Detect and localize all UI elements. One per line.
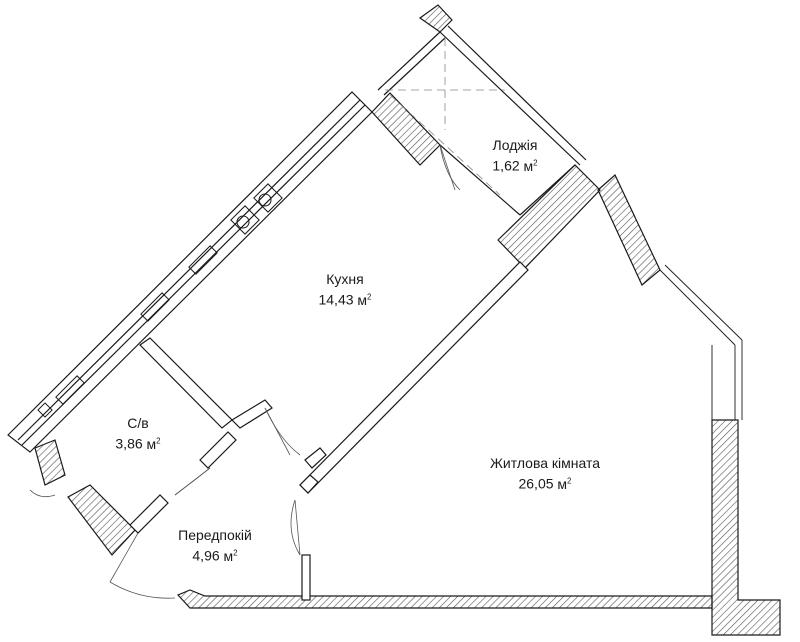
room-label-loggia: Лоджія 1,62 м2 bbox=[470, 136, 560, 175]
room-area: 14,43 м2 bbox=[318, 291, 372, 308]
room-label-bathroom: С/в 3,86 м2 bbox=[98, 414, 178, 453]
room-area: 3,86 м2 bbox=[115, 435, 161, 452]
room-name: Лоджія bbox=[492, 137, 538, 153]
structural-walls bbox=[34, 4, 781, 636]
living-window-wall bbox=[659, 264, 743, 420]
kitchen-appliances bbox=[37, 183, 283, 418]
room-name: Передпокій bbox=[178, 527, 252, 543]
loggia-walls bbox=[377, 25, 587, 216]
room-label-hallway: Передпокій 4,96 м2 bbox=[160, 526, 270, 565]
room-area: 4,96 м2 bbox=[192, 547, 238, 564]
room-area: 1,62 м2 bbox=[492, 157, 538, 174]
room-label-kitchen: Кухня 14,43 м2 bbox=[295, 270, 395, 309]
room-name: Кухня bbox=[326, 271, 364, 287]
room-name: С/в bbox=[127, 415, 149, 431]
door-swings bbox=[29, 144, 461, 599]
room-area: 26,05 м2 bbox=[518, 475, 572, 492]
room-name: Житлова кімната bbox=[489, 455, 601, 471]
room-label-living: Житлова кімната 26,05 м2 bbox=[470, 454, 620, 493]
interior-partitions bbox=[129, 261, 529, 601]
